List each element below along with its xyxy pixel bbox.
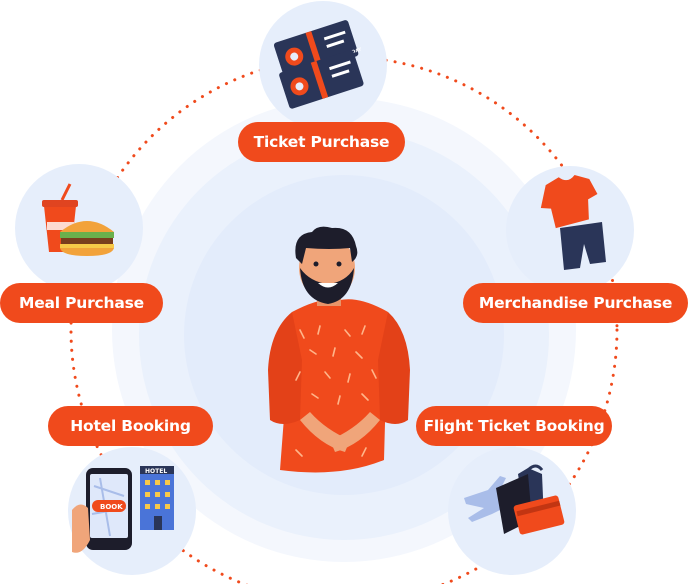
hotel-booking-label: Hotel Booking: [48, 406, 213, 446]
hotel-booking-icon: HOTEL BOOK: [72, 466, 174, 553]
ticket-purchase-label: Ticket Purchase: [238, 122, 405, 162]
ticket-icon: FOOTBALL DAY: [273, 20, 364, 109]
flight-booking-icon: [464, 464, 565, 535]
merchandise-icon: [540, 174, 606, 270]
dotted-orbit: [69, 55, 619, 584]
book-button: BOOK: [100, 503, 123, 511]
flight-ticket-booking-label: Flight Ticket Booking: [416, 406, 612, 446]
person-avatar: [268, 226, 410, 473]
hotel-sign: HOTEL: [145, 468, 167, 475]
meal-icon: [42, 183, 114, 256]
merchandise-purchase-label: Merchandise Purchase: [463, 283, 688, 323]
meal-purchase-label: Meal Purchase: [0, 283, 163, 323]
